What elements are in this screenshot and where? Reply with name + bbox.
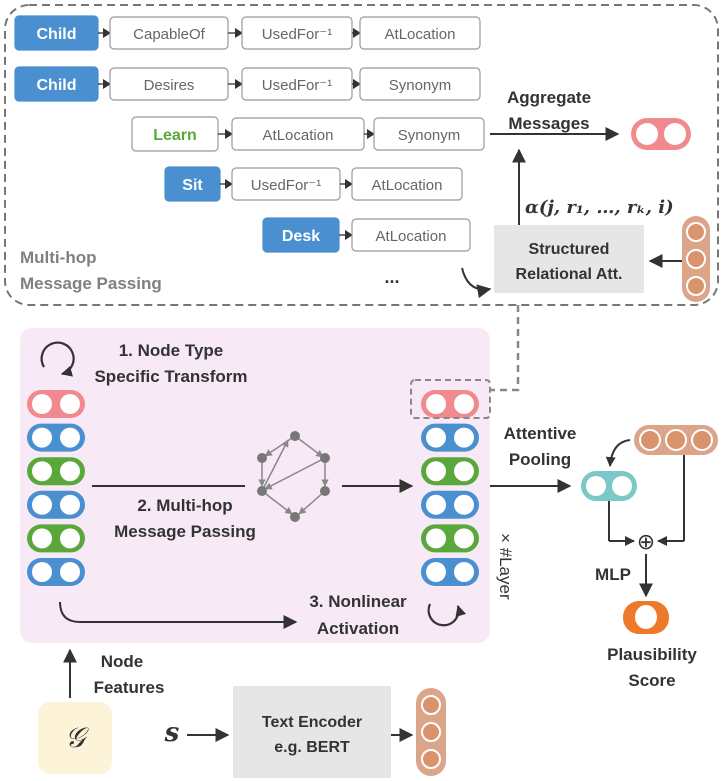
- relation-box: [351, 218, 471, 252]
- highlighted-node-box: [410, 379, 491, 419]
- multihop-title-line1: Multi-hop: [20, 248, 96, 267]
- relation-connector-head: [353, 28, 361, 38]
- aggregate-label-line2: Messages: [508, 114, 589, 133]
- concept-label-learn: Learn: [153, 127, 197, 144]
- relation-connector-head: [345, 230, 353, 240]
- structured-att-line1: Structured: [529, 241, 610, 258]
- attention-formula: α(j, r₁, …, rₖ, i): [525, 197, 674, 218]
- score-label-line1: Plausibility: [607, 645, 697, 664]
- aggregated-message-vector: [631, 118, 691, 150]
- relation-box: [373, 117, 485, 151]
- self-loop-arrow-top: [40, 341, 75, 377]
- structured-attention-box: [494, 225, 644, 293]
- ellipsis: ...: [384, 267, 399, 287]
- node-vector-blue: [27, 558, 85, 586]
- output-node-vectors: [421, 390, 479, 586]
- relation-connector-head: [103, 28, 111, 38]
- input-node-vectors: [27, 390, 85, 586]
- paths-to-att-arrow: [461, 267, 492, 299]
- relation-box: [359, 16, 481, 50]
- relation-label: UsedFor⁻¹: [262, 26, 332, 43]
- statement-embedding-vector: [416, 688, 446, 776]
- relation-box: [359, 67, 481, 101]
- relation-label: UsedFor⁻¹: [262, 77, 332, 94]
- query-vector-vertical: [682, 216, 710, 302]
- graph-input-box: [38, 702, 112, 774]
- relation-label: Desires: [144, 77, 195, 94]
- node-vector-green: [27, 524, 85, 553]
- relation-connector-head: [353, 79, 361, 89]
- left-to-activation-arrow: [59, 601, 298, 629]
- gnn-panel: [20, 328, 490, 643]
- relation-label: AtLocation: [376, 228, 447, 245]
- relation-connector-head: [235, 28, 243, 38]
- node-vector-green: [27, 457, 85, 486]
- statement-to-pool-arrow: [605, 439, 631, 467]
- relation-connector-head: [367, 129, 375, 139]
- aggregate-label-line1: Aggregate: [507, 88, 591, 107]
- pooling-label-line1: Attentive: [504, 424, 577, 443]
- concept-label-child: Child: [37, 77, 77, 94]
- concat-symbol: ⊕: [637, 530, 655, 555]
- text-encoder-line2: e.g. BERT: [274, 739, 350, 756]
- text-encoder-line1: Text Encoder: [262, 714, 362, 731]
- step2-line2: Message Passing: [114, 522, 256, 541]
- node-vector-green: [421, 457, 479, 486]
- node-vector-blue: [27, 423, 85, 452]
- node-vector-blue: [421, 490, 479, 519]
- relation-label: Synonym: [398, 127, 461, 144]
- step1-line1: 1. Node Type: [119, 341, 224, 360]
- relation-label: AtLocation: [372, 177, 443, 194]
- statement-vector-horizontal: [634, 425, 718, 455]
- relation-box: [351, 167, 463, 201]
- mlp-label: MLP: [595, 565, 631, 584]
- pooled-graph-vector: [581, 471, 637, 501]
- dashed-connector: [490, 305, 520, 392]
- node-vector-blue: [421, 423, 479, 452]
- relation-label: Synonym: [389, 77, 452, 94]
- self-loop-arrow-bottom: [427, 603, 467, 627]
- step3-line2: Activation: [317, 619, 399, 638]
- node-vector-blue: [421, 558, 479, 586]
- concept-label-desk: Desk: [282, 228, 320, 245]
- relation-label: AtLocation: [263, 127, 334, 144]
- node-vector-blue: [27, 490, 85, 519]
- concept-label-child: Child: [37, 26, 77, 43]
- pooling-label-line2: Pooling: [509, 450, 571, 469]
- relation-label: CapableOf: [133, 26, 206, 43]
- node-vector-green: [421, 524, 479, 553]
- graph-icon: [257, 431, 330, 522]
- concept-label-sit: Sit: [182, 177, 203, 194]
- relation-label: AtLocation: [385, 26, 456, 43]
- relation-label: UsedFor⁻¹: [251, 177, 321, 194]
- step2-line1: 2. Multi-hop: [137, 496, 232, 515]
- node-features-line2: Features: [94, 678, 165, 697]
- relation-connector-head: [103, 79, 111, 89]
- plausibility-score-vector: [623, 601, 669, 634]
- step1-line2: Specific Transform: [94, 367, 247, 386]
- layer-multiplier-label: × #Layer: [496, 533, 515, 600]
- text-encoder-box: [233, 686, 391, 778]
- relation-connector-head: [225, 129, 233, 139]
- score-label-line2: Score: [628, 671, 675, 690]
- node-features-line1: Node: [101, 652, 144, 671]
- statement-symbol: s: [164, 718, 180, 748]
- relation-connector-head: [345, 179, 353, 189]
- relation-connector-head: [235, 79, 243, 89]
- multihop-panel: [4, 4, 719, 306]
- step3-line1: 3. Nonlinear: [309, 592, 407, 611]
- relation-connector-head: [225, 179, 233, 189]
- multihop-title-line2: Message Passing: [20, 274, 162, 293]
- node-vector-pink: [27, 390, 85, 418]
- structured-att-line2: Relational Att.: [516, 266, 623, 283]
- node-vector-pink: [421, 390, 479, 418]
